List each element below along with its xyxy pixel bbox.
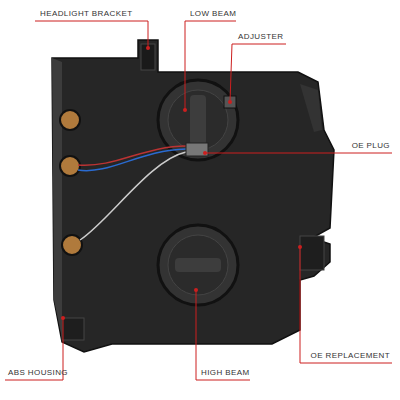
part-label: OE PLUG [352,141,390,151]
part-label: LOW BEAM [190,9,236,19]
part-label: ABS HOUSING [8,368,68,378]
part-label: OE REPLACEMENT [311,351,390,361]
part-label: HIGH BEAM [201,368,250,378]
part-label: HEADLIGHT BRACKET [40,9,132,19]
part-label: ADJUSTER [238,32,283,42]
